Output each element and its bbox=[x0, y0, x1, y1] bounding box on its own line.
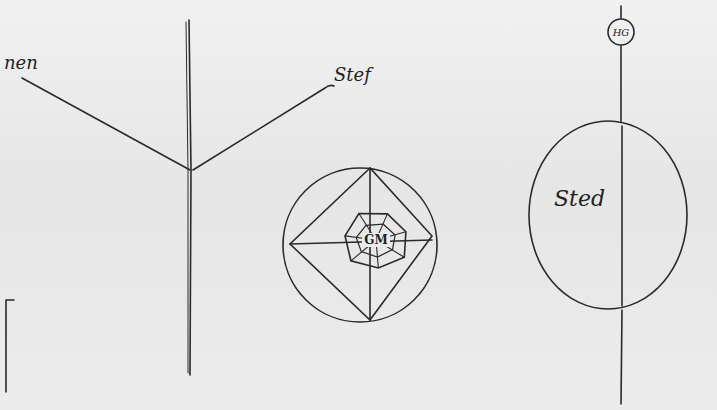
small-circle: HG bbox=[607, 18, 635, 46]
vertical-line bbox=[186, 22, 188, 373]
vertical-line bbox=[620, 6, 622, 18]
connector-line bbox=[620, 46, 622, 121]
diamond bbox=[290, 168, 432, 320]
node-outline bbox=[528, 120, 688, 310]
node-label: GM bbox=[362, 233, 390, 247]
oval-node: Sted bbox=[528, 120, 688, 310]
node-label: HG bbox=[613, 27, 630, 38]
branch-line bbox=[22, 78, 190, 170]
cross-lines bbox=[290, 168, 432, 320]
vertical-line bbox=[621, 126, 623, 306]
node-label: Sted bbox=[554, 186, 605, 211]
handwritten-label: Stef bbox=[334, 64, 371, 85]
box-fragment bbox=[6, 300, 14, 392]
vertical-line bbox=[621, 310, 622, 404]
branch-line bbox=[193, 85, 334, 170]
outer-circle bbox=[283, 168, 437, 322]
vertical-line bbox=[189, 20, 191, 375]
handwritten-label: nen bbox=[4, 52, 38, 73]
web-node: GM bbox=[340, 207, 412, 273]
